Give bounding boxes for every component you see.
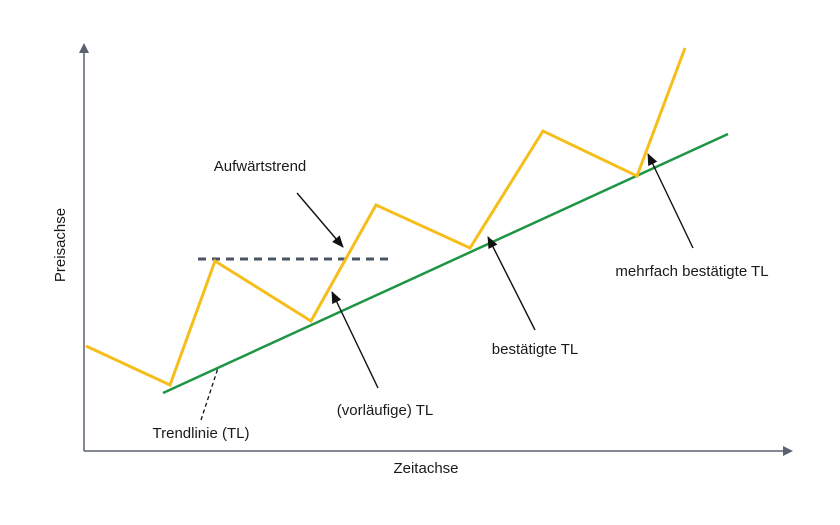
trendline-label: Trendlinie (TL) <box>153 425 250 442</box>
provisional-label: (vorläufige) TL <box>337 402 433 419</box>
price-line <box>85 47 687 388</box>
y-axis-label: Preisachse <box>52 208 69 282</box>
multi-confirmed-label: mehrfach bestätigte TL <box>615 263 768 280</box>
provisional-arrow <box>331 291 379 389</box>
multi-confirmed-arrow <box>647 153 694 249</box>
trendline-pointer <box>200 367 219 421</box>
confirmed-label: bestätigte TL <box>492 341 578 358</box>
uptrend-arrow <box>296 192 344 248</box>
x-axis-label: Zeitachse <box>393 460 458 477</box>
confirmed-arrow <box>487 236 536 331</box>
uptrend-label: Aufwärtstrend <box>214 158 307 175</box>
trendline <box>162 132 729 395</box>
